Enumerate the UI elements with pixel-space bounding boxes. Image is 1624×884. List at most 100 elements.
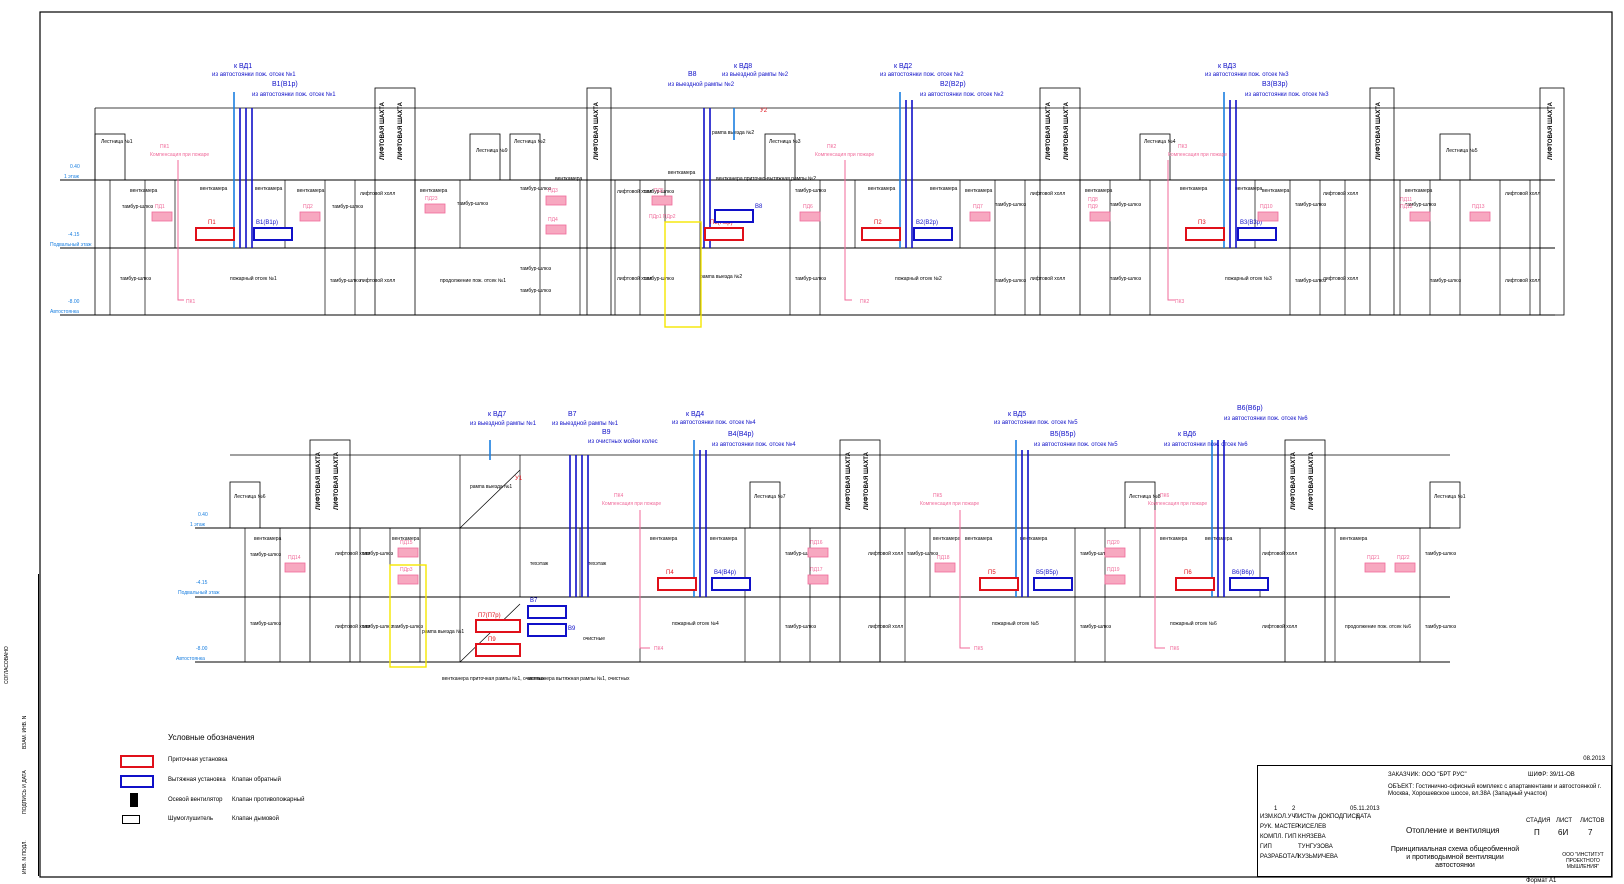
pk-ducts-upper [177,160,1175,301]
room-label: тамбур-шлюз [907,551,939,557]
b6-label: В6(В6р) [1237,405,1263,412]
room-label: тамбур-шлюз [332,204,364,210]
room-label: венткамера [420,188,448,194]
room-label: тамбур-шлюз [1425,624,1457,630]
pd-label: ПД16 [810,540,823,546]
legend-axial-symbol [130,793,138,807]
room-label: венткамера [254,536,282,542]
y2-label: У2 [760,108,768,114]
pd-label: ПДр1 ПДр2 [649,214,676,220]
pk-label: ПК4 [614,493,624,499]
room-label: лифтовой холл [868,550,903,557]
pd-label: ПД1 [155,204,165,210]
room-label: венткамера [965,536,993,542]
room-label: тамбур-шлюз [1080,551,1112,557]
legend-supply-symbol [120,755,154,768]
smoke-risers-upper [233,92,1225,248]
pk-label: ПК1 [186,299,196,305]
pd-label: ПД18 [937,555,950,561]
vk-supply-label: вентканера приточная рампы №1, очистных [442,676,545,682]
pk-comp: Компенсация при пожаре [1148,501,1207,507]
room-label: пожарный отсек №6 [1170,620,1217,627]
room-label: венткамера [555,176,583,182]
lift-shafts-upper [374,87,1565,316]
legend-exhaust-label: Вытяжная установка [168,777,226,783]
texetazh: техэтаж [588,561,607,567]
b8-sub: из выездной рампы №2 [668,81,735,88]
legend-smoke-valve-label: Клапан дымовой [232,816,279,822]
stamp-col2: 2 [1292,806,1296,812]
b7-unit-label: В7 [530,598,538,604]
p1-label: П1 [208,220,216,226]
b6-sub: из автостоянки пож. отсек №6 [1224,415,1308,422]
lift-shaft-label: ЛИФТОВАЯ ШАХТА [1309,451,1315,510]
room-label: венткамера [1160,536,1188,542]
pd-label: ПД10 [1260,204,1273,210]
room-label: лифтовой холл [335,550,370,557]
stamp-format: Формат А1 [1526,878,1557,884]
b8-label: В8 [688,71,697,78]
lift-shaft-label: ЛИФТОВАЯ ШАХТА [1376,101,1382,160]
room-label: венткамера [1020,536,1048,542]
p7-label: П7(П7р) [478,613,501,619]
room-label: венткамера [1180,186,1208,192]
lift-shaft-label: ЛИФТОВАЯ ШАХТА [846,451,852,510]
room-label: тамбур-шлюз [795,188,827,194]
b1-label: В1(В1р) [272,81,298,88]
room-label: тамбур-шлюз [1405,202,1437,208]
p6-label: П6 [1184,570,1192,576]
pk-comp: Компенсация при пожаре [602,501,661,507]
room-label: лифтовой холл [1505,277,1540,284]
pd-label: ПД9 [1088,204,1098,210]
pd-label: ПД23 [425,196,438,202]
b4-label: В4(В4р) [728,431,754,438]
stamp-r3: ГИП [1260,844,1272,850]
inv-orig-label: ИНВ. N ПОДЛ. [22,840,28,874]
lower-scheme: Лестница №6 Лестница №7 Лестница №8 Лест… [176,405,1466,682]
legend-axial-label: Осевой вентилятор [168,797,223,803]
stair-label-2: Лестница №2 [514,139,546,145]
vd6-label: к ВД6 [1178,431,1196,438]
exhaust-units-lower [527,577,1269,637]
supply-units-lower [475,577,1215,657]
exhaust-units-upper [253,209,1277,241]
upper-scheme: Лестница №1 Лестница №9 Лестница №2 Лест… [50,63,1565,328]
room-label: лифтовой холл [1030,275,1065,282]
level-floor: 1 этаж [64,174,80,180]
stamp-stage: П [1534,828,1540,837]
pd-label: ПД14 [288,555,301,561]
pressurization-fans-upper [151,195,1491,235]
lift-shaft-label: ЛИФТОВАЯ ШАХТА [316,451,322,510]
vd7-sub: из выездной рампы №1 [470,420,537,427]
p2-label: П2 [874,220,882,226]
room-label: тамбур-шлюз [1295,278,1327,284]
stamp-cipher: ШИФР: 39/11-ОВ [1528,772,1575,778]
lift-shaft-label: ЛИФТОВАЯ ШАХТА [594,101,600,160]
stamp-stage-h: СТАДИЯ [1526,818,1551,824]
pd-label: ПД7 [973,204,983,210]
stamp-n3: ТУНГУЗОВА [1298,844,1333,850]
b4-sub: из автостоянки пож. отсек №4 [712,441,796,448]
stair-label-3: Лестница №3 [769,139,801,145]
room-label: лифтовой холл [1262,623,1297,630]
room-label: лифтовой холл [1262,550,1297,557]
pk-comp: Компенсация при пожаре [150,152,209,158]
p5-label: П5 [988,570,996,576]
title-block: 08.2013 ЗАКАЗЧИК: ООО "БРТ РУС" ШИФР: 39… [1257,756,1612,884]
pd-label: ПД22 [1397,555,1410,561]
room-label: тамбур-шлюз [785,624,817,630]
pk-label: ПК3 [1178,144,1188,150]
p9-label: П9 [488,637,496,643]
room-label: продолжение пож. отсек №6 [1345,624,1411,630]
stair-label-5: Лестница №5 [1446,148,1478,154]
room-label: лифтовой холл [360,277,395,284]
room-label: продолжение пож. отсек №1 [440,278,506,284]
b1-sub: из автостоянки пож. отсек №1 [252,91,336,98]
pk-label: ПК5 [933,493,943,499]
room-label: тамбур-шлюз [995,202,1027,208]
legend-exhaust-symbol [120,775,154,788]
stamp-n2: КНЯЗЕВА [1298,834,1326,840]
vd8-label: к ВД8 [734,63,752,70]
room-label: лифтовой холл [868,623,903,630]
smoke-risers-lower [489,440,1213,597]
